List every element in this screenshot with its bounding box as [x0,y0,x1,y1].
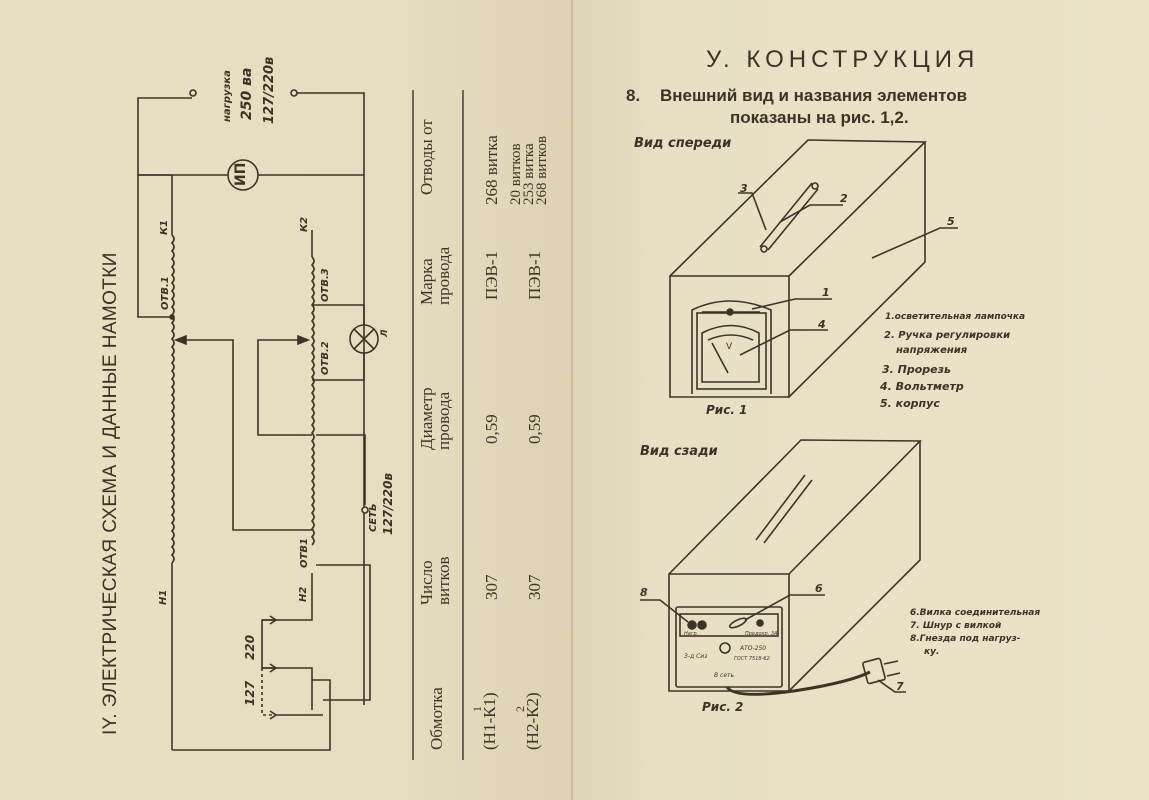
load-label: нагрузка [222,70,233,122]
mains-label: СЕТЬ [368,503,379,532]
front-view-label: Вид спереди [634,136,732,151]
callout-8: 8 [640,586,648,599]
wire-load-left [137,97,192,176]
meter-label: ИП [233,162,249,186]
coil2-start-label: Н2 [298,586,309,602]
switch-220-label: 220 [243,634,257,660]
wire-diameter: 0,59 [525,414,544,444]
electrical-schematic [137,89,464,760]
coil1-start-label: Н1 [158,589,169,605]
wire-brand: ПЭВ-1 [525,251,544,300]
winding-id: (Н2-К2) [523,692,542,750]
tap-turns: 268 витков [534,135,550,205]
section-title-construction: У. КОНСТРУКЦИЯ [706,46,980,73]
header-winding: Обмотка [427,687,446,750]
load-power: 250 ва [239,67,255,120]
figure-1-caption: Рис. 1 [706,403,748,417]
voltmeter-symbol: V [726,342,733,352]
mains-terminal [361,506,369,514]
tap1-label: ОТВ.1 [160,276,171,310]
tap3-label: ОТВ.3 [320,268,331,302]
left-page [0,0,572,800]
callout-6: 6 [815,582,823,595]
panel-model-label: АТО-250 [740,645,767,652]
callout-4: 4 [818,318,826,331]
header-wire-brand: Марка провода [417,246,453,305]
coil-1 [170,234,175,564]
panel-mains-label: В сеть [714,672,735,679]
legend-item: ку. [924,647,940,657]
legend-item: 8.Гнезда под нагруз- [910,634,1021,644]
panel-factory-label: З-д Сиз [684,653,708,660]
wire-mains [316,434,366,505]
load-voltage: 127/220в [262,56,277,124]
header-diameter: Диаметр провода [417,387,453,450]
header-turns: Число витков [417,556,453,605]
panel-sockets-label: Нагр. [684,631,699,637]
panel-fuse-label: Предохр. 3А [745,631,778,637]
paragraph-number: 8. [626,86,641,105]
legend-item: 6.Вилка соединительная [910,608,1041,618]
turns-count: 307 [482,574,501,601]
tap2-label: ОТВ.2 [320,341,331,375]
winding-id: (Н1-К1) [480,692,499,750]
panel-gost-label: ГОСТ 7518-62 [734,656,770,662]
rear-view-label: Вид сзади [640,444,718,459]
wire-load-right [297,92,365,705]
slider-2 [257,339,312,436]
lamp-label: Л [380,329,390,337]
slider-1 [176,339,312,531]
page-fold [571,0,573,800]
coil2-end-label: К2 [299,216,310,232]
legend-item: напряжения [896,345,968,356]
callout-1: 1 [822,286,830,299]
switch-127-label: 127 [243,680,257,706]
legend-item: 4. Вольтметр [880,380,964,393]
legend-item: 3. Прорезь [882,363,951,376]
tap-b1-label: ОТВ1 [299,538,310,568]
paragraph-line-1: Внешний вид и названия элементов [660,86,968,105]
header-taps: Отводы от [417,119,436,195]
coil1-end-label: К1 [159,219,170,235]
legend-item: 2. Ручка регулировки [884,330,1011,341]
wire-diameter: 0,59 [482,414,501,444]
callout-5: 5 [947,215,955,228]
legend-item: 1.осветительная лампочка [885,312,1026,322]
tap-turns: 268 витка [482,135,501,205]
legend-item: 7. Шнур с вилкой [910,621,1002,631]
callout-7: 7 [896,680,904,693]
wire-brand: ПЭВ-1 [482,251,501,300]
callout-3: 3 [740,182,748,195]
legend-item: 5. корпус [880,397,940,410]
mains-voltage: 127/220в [381,472,395,535]
figure-2-caption: Рис. 2 [702,700,744,714]
turns-count: 307 [525,574,544,601]
callout-2: 2 [840,192,848,205]
load-terminal-right [290,89,298,97]
load-terminal-left [189,89,197,97]
coil-2 [310,256,315,546]
section-title-schematic: IY. ЭЛЕКТРИЧЕСКАЯ СХЕМА И ДАННЫЕ НАМОТКИ [100,252,121,735]
paragraph-line-2: показаны на рис. 1,2. [730,108,909,127]
